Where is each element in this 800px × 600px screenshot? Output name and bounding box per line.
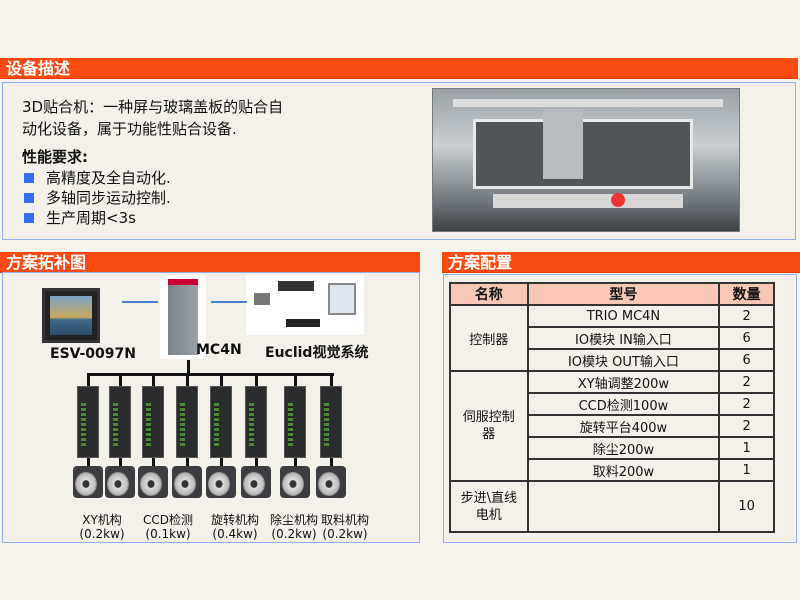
bus-drop-line <box>330 374 333 386</box>
bus-drop-line <box>186 374 189 386</box>
requirement-text: 高精度及全自动化. <box>46 169 171 187</box>
model-cell: 取料200w <box>526 458 721 482</box>
requirement-item: 高精度及全自动化. <box>22 168 362 188</box>
motor-cable-line <box>152 458 155 466</box>
bullet-square-icon <box>24 173 34 183</box>
column-header: 名称 <box>449 282 529 306</box>
group-name-cell: 控制器 <box>449 304 529 372</box>
servo-motor-image <box>206 466 236 498</box>
group-label: XY机构(0.2kw) <box>79 513 125 541</box>
group-label: CCD检测(0.1kw) <box>143 513 193 541</box>
requirement-text: 生产周期<3s <box>46 209 136 227</box>
bullet-square-icon <box>24 213 34 223</box>
quantity-cell: 6 <box>718 348 775 372</box>
quantity-cell: 2 <box>718 392 775 416</box>
servo-drive-image <box>320 386 342 458</box>
vision-system-image <box>246 275 364 335</box>
bus-drop-line <box>294 374 297 386</box>
section-header-description: 设备描述 <box>0 58 798 79</box>
model-cell: IO模块 IN输入口 <box>526 326 721 350</box>
hmi-image <box>42 288 100 343</box>
model-cell: IO模块 OUT输入口 <box>526 348 721 372</box>
bullet-square-icon <box>24 193 34 203</box>
machine-photo <box>432 88 740 232</box>
servo-drive-image <box>142 386 164 458</box>
column-header: 数量 <box>718 282 775 306</box>
group-label: 除尘机构(0.2kw) <box>269 513 318 541</box>
group-name-cell: 步进\直线电机 <box>449 480 529 533</box>
servo-motor-image <box>172 466 202 498</box>
requirement-item: 多轴同步运动控制. <box>22 188 362 208</box>
group-label: 旋转机构(0.4kw) <box>210 513 259 541</box>
column-header: 型号 <box>526 282 721 306</box>
servo-drive-image <box>210 386 232 458</box>
quantity-cell: 2 <box>718 370 775 394</box>
servo-motor-image <box>138 466 168 498</box>
servo-motor-image <box>280 466 310 498</box>
motor-cable-line <box>220 458 223 466</box>
quantity-cell: 1 <box>718 458 775 482</box>
model-cell: TRIO MC4N <box>526 304 721 328</box>
bus-drop-line <box>119 374 122 386</box>
quantity-cell: 6 <box>718 326 775 350</box>
requirement-item: 生产周期<3s <box>22 208 362 228</box>
servo-motor-image <box>105 466 135 498</box>
table-row: 步进\直线电机 10 <box>449 480 775 533</box>
quantity-cell: 2 <box>718 414 775 438</box>
hmi-label: ESV-0097N <box>50 346 136 362</box>
quantity-cell: 10 <box>718 480 775 533</box>
controller-image <box>160 275 206 359</box>
model-cell: 旋转平台400w <box>526 414 721 438</box>
servo-motor-image <box>316 466 346 498</box>
model-cell: 除尘200w <box>526 436 721 460</box>
bus-drop-line <box>255 374 258 386</box>
requirements-title: 性能要求: <box>22 148 88 166</box>
quantity-cell: 2 <box>718 304 775 328</box>
servo-drive-image <box>245 386 267 458</box>
intro-line: 3D贴合机：一种屏与玻璃盖板的贴合自 <box>22 98 284 116</box>
servo-drive-image <box>77 386 99 458</box>
quantity-cell: 1 <box>718 436 775 460</box>
servo-motor-image <box>241 466 271 498</box>
group-label: 取料机构(0.2kw) <box>320 513 369 541</box>
servo-drive-image <box>109 386 131 458</box>
motor-cable-line <box>87 458 90 466</box>
servo-motor-image <box>73 466 103 498</box>
description-text: 3D贴合机：一种屏与玻璃盖板的贴合自 动化设备，属于功能性贴合设备. 性能要求:… <box>22 96 362 228</box>
motor-cable-line <box>186 458 189 466</box>
controller-label: MC4N <box>196 342 242 358</box>
servo-drive-image <box>176 386 198 458</box>
group-name-cell: 伺服控制器 <box>449 370 529 482</box>
motor-cable-line <box>294 458 297 466</box>
section-header-config: 方案配置 <box>442 252 800 273</box>
intro-line: 动化设备，属于功能性贴合设备. <box>22 120 237 138</box>
model-cell <box>526 480 721 533</box>
motor-cable-line <box>119 458 122 466</box>
motor-cable-line <box>255 458 258 466</box>
bus-drop-line <box>220 374 223 386</box>
bus-drop-line <box>87 374 90 386</box>
model-cell: CCD检测100w <box>526 392 721 416</box>
section-header-topology: 方案拓补图 <box>0 252 420 273</box>
vision-label: Euclid视觉系统 <box>265 345 369 361</box>
motor-cable-line <box>330 458 333 466</box>
servo-drive-image <box>284 386 306 458</box>
bus-drop-line <box>152 374 155 386</box>
model-cell: XY轴调整200w <box>526 370 721 394</box>
requirement-text: 多轴同步运动控制. <box>46 189 171 207</box>
table-header-row: 名称 型号 数量 <box>449 282 775 306</box>
